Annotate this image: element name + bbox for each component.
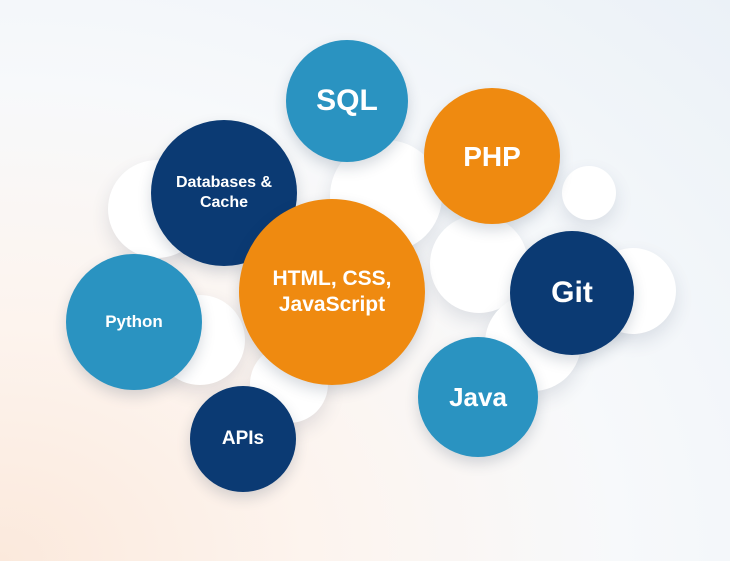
bubble-python: Python [66,254,202,390]
bubble-label: Java [449,381,507,412]
bubble-apis: APIs [190,386,296,492]
bubble-label: SQL [316,84,378,118]
decorative-circle [562,166,616,220]
bubble-label: Git [551,276,593,310]
bubble-label: HTML, CSS, JavaScript [272,266,392,316]
bubble-label: APIs [221,428,265,450]
bubble-java: Java [418,337,538,457]
bubble-label: PHP [463,140,521,172]
bubble-html-css-javascript: HTML, CSS, JavaScript [239,199,425,385]
bubble-git: Git [510,231,634,355]
bubble-sql: SQL [286,40,408,162]
bubble-php: PHP [424,88,560,224]
bubble-label: Python [105,312,163,332]
bubble-label: Databases & Cache [175,174,273,211]
